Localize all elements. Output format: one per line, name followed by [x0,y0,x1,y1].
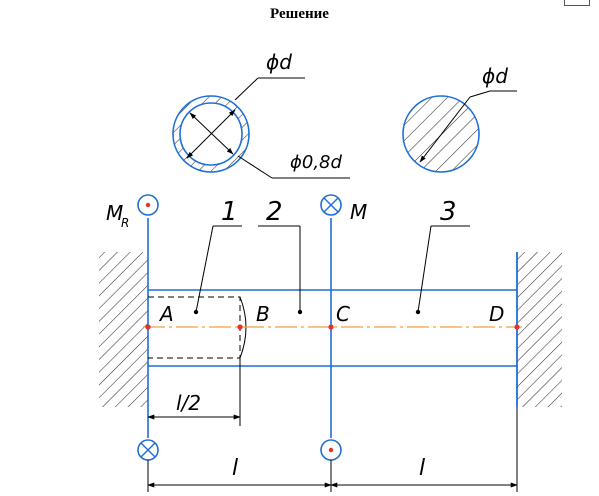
label-point-c: C [336,302,350,326]
part-leaders [195,225,470,313]
moment-symbol-top-mid [320,194,342,216]
page-heading: Решение [270,6,329,22]
label-point-d: D [489,302,504,326]
label-moment: M [350,200,367,224]
label-dia-inner: ϕ0,8d [290,152,343,173]
label-half-length: l/2 [176,391,201,415]
label-dia-outer: ϕd [266,50,292,74]
axis-points [145,309,520,330]
label-moment-reaction-sub: R [121,216,129,230]
moment-symbol-top-left [137,194,159,216]
moment-symbol-bottom-left [137,439,159,461]
label-moment-reaction: M [106,201,123,225]
label-point-b: B [256,302,270,326]
label-part-3: 3 [440,197,457,227]
label-part-2: 2 [266,197,283,227]
label-dia-solid: ϕd [482,64,508,88]
dimension-lengths [147,407,518,492]
solid-section [402,90,517,173]
left-wall [99,252,148,407]
corner-box [564,0,590,6]
label-part-1: 1 [221,197,238,227]
dimension-half-length [147,358,241,426]
moment-symbol-bottom-mid [320,439,342,461]
label-length-left: l [232,456,238,481]
label-point-a: A [158,302,174,326]
label-length-right: l [419,456,425,481]
right-wall [517,252,562,407]
